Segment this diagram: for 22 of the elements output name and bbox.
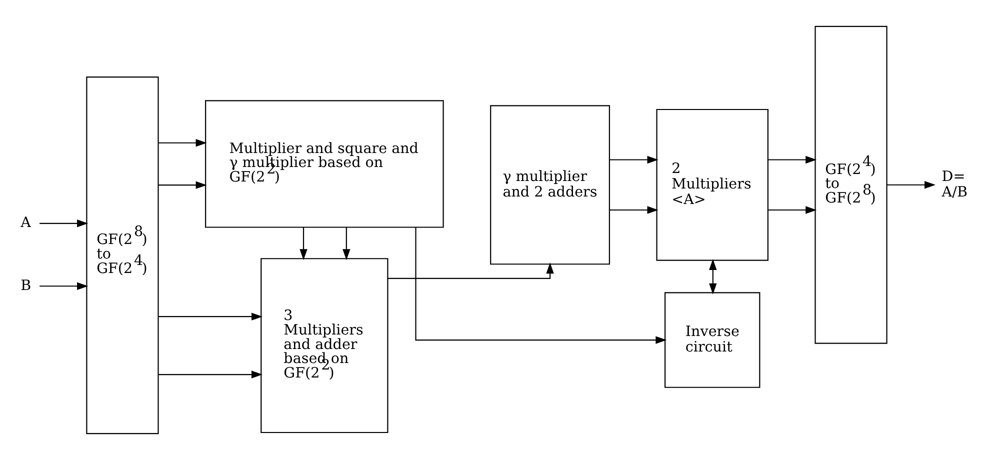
arrow [158,370,263,378]
arrow [342,226,350,260]
node-text: A [20,214,31,231]
node-box: Inverse circuit [664,292,760,388]
arrow [158,180,207,188]
arrow [768,206,817,214]
node-box: 2 Multipliers <A> [656,108,768,260]
arrow [158,312,263,320]
arrow [40,219,88,227]
arrow [300,226,308,260]
arrow [388,262,554,278]
arrow [709,258,717,294]
node-box: γ multiplier and 2 adders [490,104,610,264]
node-text: B [20,277,32,294]
arrow [768,155,817,164]
arrow [887,180,936,188]
arrow [158,138,207,146]
arrow [610,155,658,164]
arrow [610,206,658,214]
node-text: D= A/B [942,168,968,200]
arrow [415,227,667,344]
arrow [40,282,88,290]
